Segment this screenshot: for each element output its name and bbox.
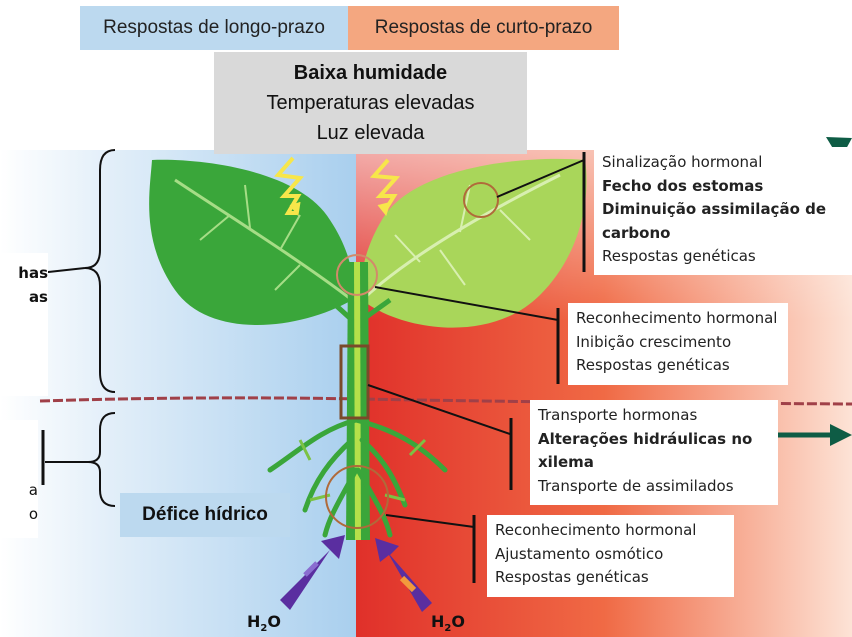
stem-response: Inibição crescimento (576, 331, 780, 355)
leaf-response: Diminuição assimilação de (602, 198, 844, 222)
root-responses-box: Reconhecimento hormonal Ajustamento osmó… (487, 515, 734, 597)
root-response: Respostas genéticas (495, 566, 726, 590)
left-cropped-text-upper: has as (0, 253, 48, 396)
water-label-right: H2O (431, 612, 465, 634)
root-response: Reconhecimento hormonal (495, 519, 726, 543)
left-cropped-text-lower: a o (0, 420, 38, 538)
stem-responses-box: Reconhecimento hormonal Inibição crescim… (568, 303, 788, 385)
water-deficit-label: Défice hídrico (120, 493, 290, 537)
condition-high-temperature: Temperaturas elevadas (214, 88, 527, 118)
leaf-response: carbono (602, 222, 844, 246)
long-term-header: Respostas de longo-prazo (80, 6, 348, 50)
conditions-box: Baixa humidade Temperaturas elevadas Luz… (214, 52, 527, 154)
cropped-fragment: as (0, 285, 48, 309)
leaf-response: Fecho dos estomas (602, 175, 844, 199)
cropped-fragment: a (0, 478, 38, 502)
stem-response: Respostas genéticas (576, 354, 780, 378)
water-label-left: H2O (247, 612, 281, 634)
condition-high-light: Luz elevada (214, 118, 527, 148)
stem-response: Reconhecimento hormonal (576, 307, 780, 331)
xylem-response: Transporte de assimilados (538, 475, 770, 499)
condition-low-humidity: Baixa humidade (214, 58, 527, 88)
xylem-response: Alterações hidráulicas no (538, 428, 770, 452)
root-response: Ajustamento osmótico (495, 543, 726, 567)
short-term-header: Respostas de curto-prazo (348, 6, 619, 50)
leaf-responses-box: Sinalização hormonal Fecho dos estomas D… (594, 147, 852, 275)
xylem-response: xilema (538, 451, 770, 475)
leaf-response: Sinalização hormonal (602, 151, 844, 175)
cropped-fragment: has (0, 261, 48, 285)
xylem-responses-box: Transporte hormonas Alterações hidráulic… (530, 400, 778, 505)
cropped-fragment: o (0, 502, 38, 526)
xylem-response: Transporte hormonas (538, 404, 770, 428)
leaf-response: Respostas genéticas (602, 245, 844, 269)
